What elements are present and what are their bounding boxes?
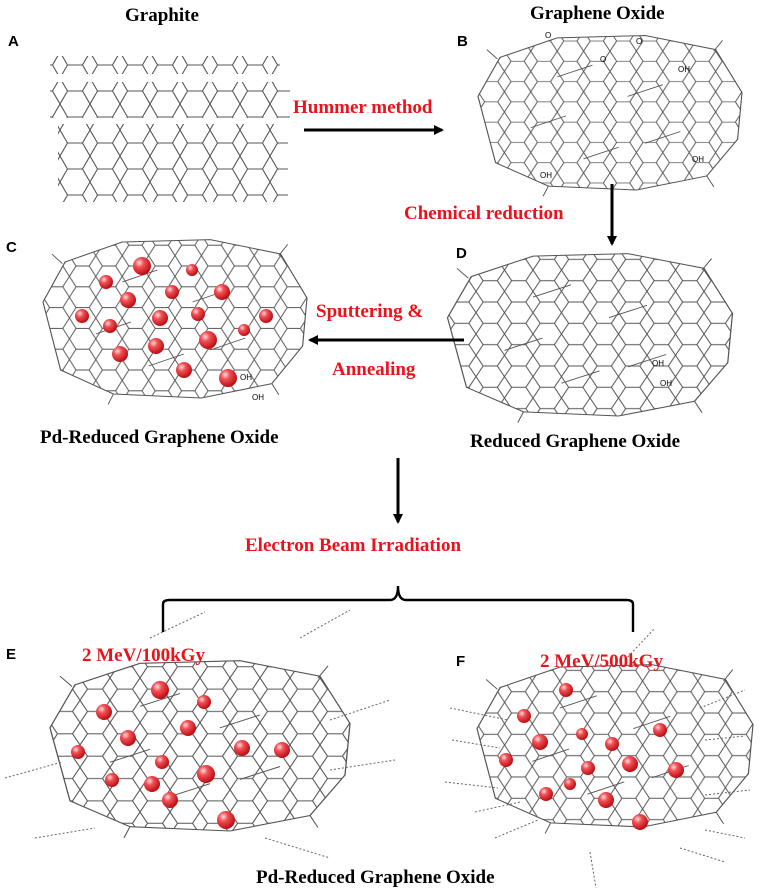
title-pd-rgo: Pd-Reduced Graphene Oxide — [40, 427, 279, 448]
svg-text:OH: OH — [692, 155, 704, 164]
process-arrows — [304, 125, 617, 524]
svg-text:OH: OH — [252, 393, 264, 402]
label-sputtering: Sputtering & — [316, 301, 424, 322]
panel-letter-f: F — [456, 653, 466, 670]
svg-text:OH: OH — [678, 65, 690, 74]
label-annealing: Annealing — [332, 359, 416, 380]
svg-text:OH: OH — [660, 379, 672, 388]
pd-particles-c — [75, 257, 273, 387]
label-dose-100kgy: 2 MeV/100kGy — [82, 645, 205, 666]
panel-letter-b: B — [457, 33, 468, 50]
panel-letter-c: C — [6, 239, 17, 256]
title-graphite: Graphite — [125, 5, 199, 26]
svg-text:O: O — [636, 37, 642, 46]
panel-letter-a: A — [8, 33, 19, 50]
svg-text:OH: OH — [240, 373, 252, 382]
title-rgo: Reduced Graphene Oxide — [470, 431, 681, 452]
functional-groups: O O O OH OH OH OH OH OH OH — [240, 31, 704, 402]
irradiated-100kgy-lattice — [49, 660, 351, 839]
svg-text:O: O — [545, 31, 551, 40]
rgo-lattice — [446, 253, 734, 424]
split-bracket — [161, 585, 635, 632]
graphite-layers — [50, 56, 290, 202]
radiation-lines-f — [444, 627, 751, 889]
panel-letter-e: E — [6, 646, 17, 663]
panel-letter-d: D — [456, 245, 467, 262]
graphene-oxide-lattice — [477, 34, 743, 197]
svg-text:O: O — [600, 55, 606, 64]
radiation-lines-e — [4, 609, 396, 859]
title-bottom: Pd-Reduced Graphene Oxide — [256, 867, 495, 888]
pd-particles-e — [71, 681, 290, 829]
title-graphene-oxide: Graphene Oxide — [530, 3, 665, 24]
pd-particles-f — [499, 683, 684, 830]
label-electron-beam: Electron Beam Irradiation — [245, 535, 462, 556]
label-hummer-method: Hummer method — [293, 97, 433, 118]
svg-text:OH: OH — [540, 171, 552, 180]
label-dose-500kgy: 2 MeV/500kGy — [540, 651, 663, 672]
svg-text:OH: OH — [652, 359, 664, 368]
label-chemical-reduction: Chemical reduction — [404, 203, 564, 224]
